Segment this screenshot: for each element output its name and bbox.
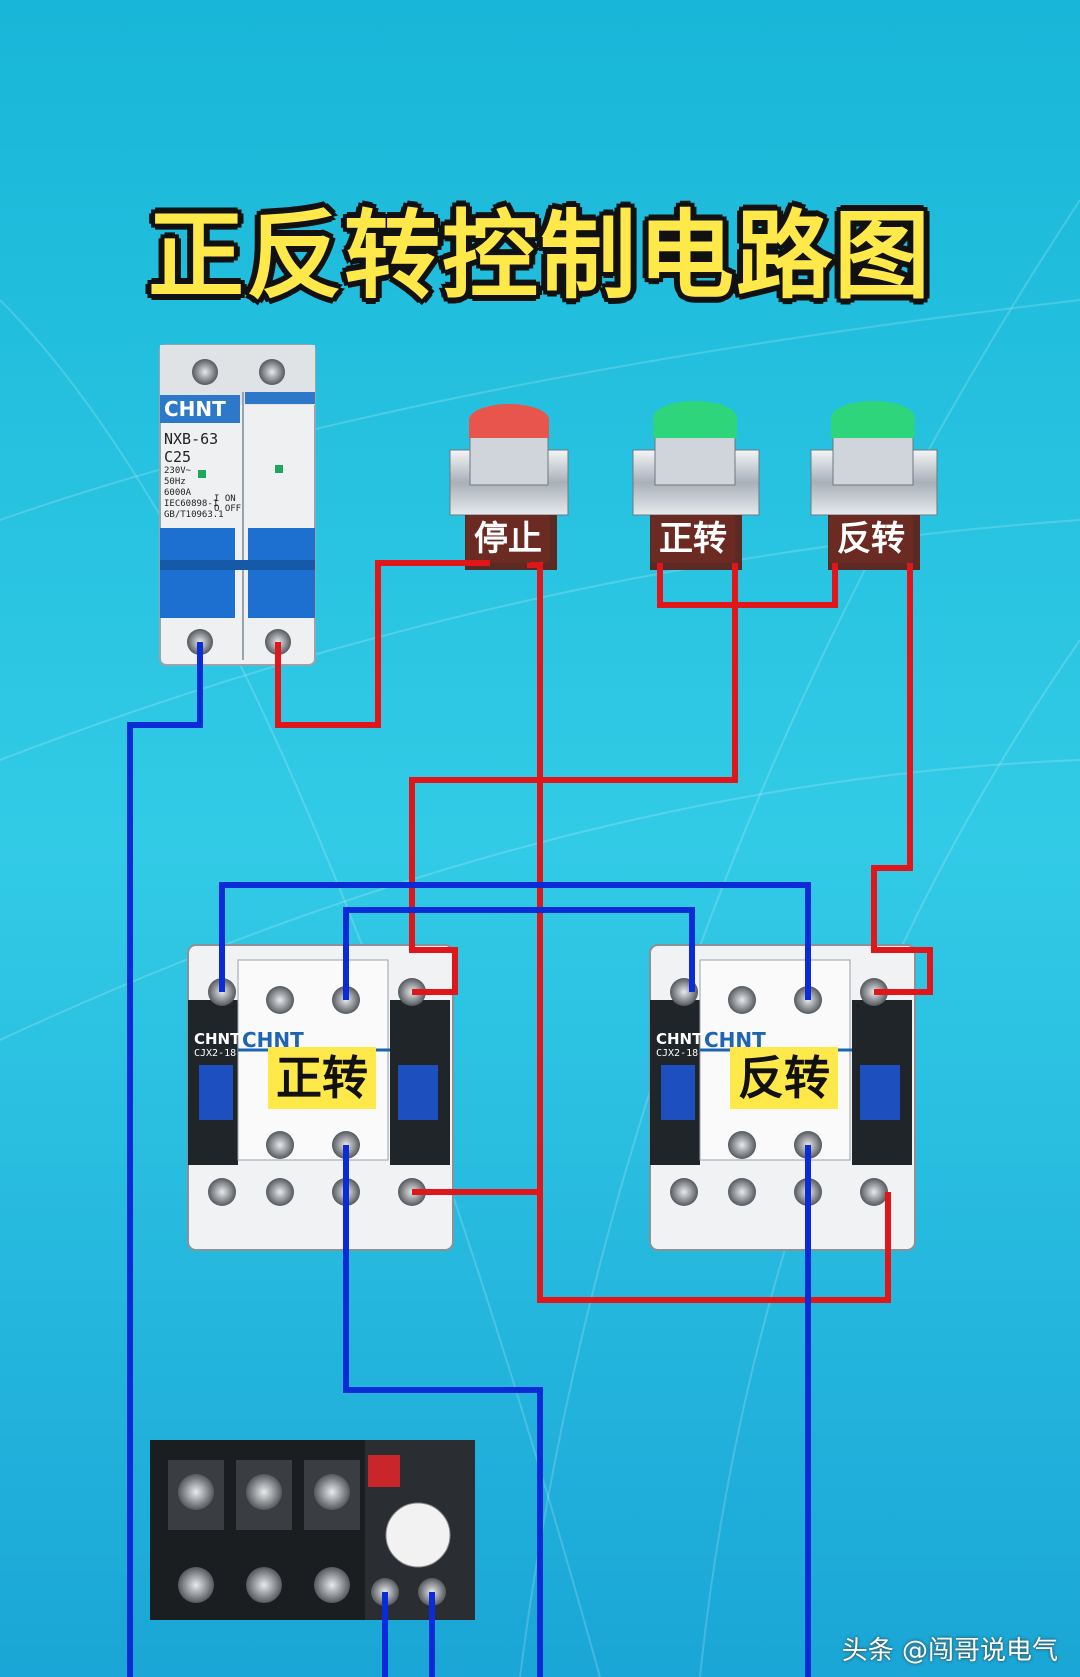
red-wire-forward-to-coil	[409, 563, 738, 995]
breaker-model: NXB-63	[164, 430, 219, 448]
contactor-1-model: CJX2-18	[194, 1048, 237, 1059]
watermark: 头条 @闯哥说电气	[841, 1636, 1058, 1666]
blue-wire-cross	[343, 907, 695, 1000]
circuit-breaker	[159, 344, 316, 666]
contactor-2-tag: 反转	[730, 1047, 838, 1109]
contactor-1-side-brand: CHNT	[194, 1030, 241, 1048]
breaker-spec-5: GB/T10963.1	[164, 510, 224, 520]
blue-wire-top-loop	[219, 882, 811, 1000]
contactor-2-model: CJX2-18	[656, 1048, 699, 1059]
red-wire-supply-to-stop	[275, 560, 490, 728]
breaker-spec-1: 230V~	[164, 466, 192, 476]
breaker-rating: C25	[164, 448, 192, 466]
breaker-toggle-left	[160, 528, 235, 618]
breaker-spec-3: 6000A	[164, 488, 192, 498]
red-wire-forward-bridge	[657, 563, 838, 608]
stop-button-label: 停止	[466, 515, 550, 563]
breaker-brand-plate	[160, 395, 240, 423]
contactor-1-tag: 正转	[268, 1047, 376, 1109]
red-wire-stop-common	[530, 562, 891, 1303]
forward-button-label: 正转	[651, 515, 735, 563]
contactor-2-side-brand: CHNT	[656, 1030, 703, 1048]
blue-wire-forward-out	[343, 1145, 543, 1677]
breaker-switch-marks: I ON O OFF	[214, 494, 242, 514]
thermal-relay	[150, 1440, 475, 1620]
breaker-spec-2: 50Hz	[164, 477, 186, 487]
page-title: 正反转控制电路图	[148, 200, 932, 312]
red-wire-reverse-to-coil	[871, 563, 933, 995]
blue-wire-neutral	[127, 642, 203, 1677]
breaker-toggle-right	[248, 528, 315, 618]
breaker-spec-4: IEC60898-1	[164, 499, 219, 509]
breaker-brand: CHNT	[164, 397, 226, 421]
reverse-button-label: 反转	[829, 515, 913, 563]
